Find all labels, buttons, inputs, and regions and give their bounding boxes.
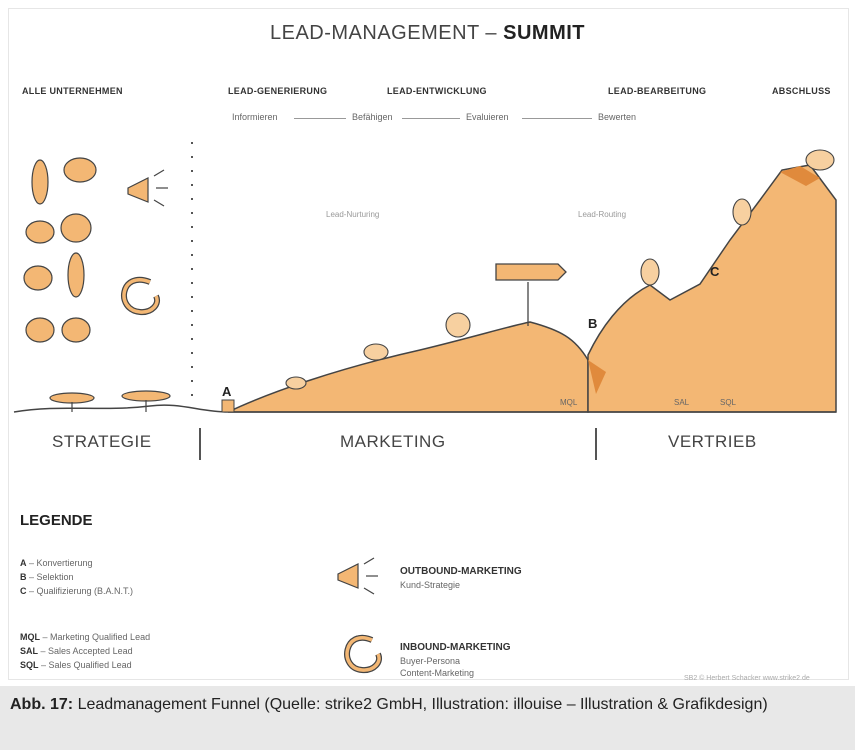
step-connector	[522, 118, 592, 119]
point-a: A	[222, 384, 232, 399]
illustration-credit: SB2 © Herbert Schacker www.strike2.de	[684, 675, 810, 682]
page-title: LEAD-MANAGEMENT – SUMMIT	[269, 22, 586, 44]
outbound-marketing-title: OUTBOUND-MARKETING	[400, 566, 522, 577]
legend-item-b: B – Selektion	[20, 572, 74, 582]
legend-item-a: A – Konvertierung	[20, 558, 93, 568]
magnet-icon	[121, 276, 160, 316]
step-bewerten: Bewerten	[598, 112, 637, 122]
legend-item-sal: SAL – Sales Accepted Lead	[20, 646, 133, 656]
step-connector	[294, 118, 346, 119]
inbound-marketing-title: INBOUND-MARKETING	[400, 642, 511, 653]
legend-item-sql: SQL – Sales Qualified Lead	[20, 660, 132, 670]
tag-mql: MQL	[560, 398, 578, 407]
step-befaehigen: Befähigen	[352, 112, 393, 122]
section-strategie: STRATEGIE	[52, 432, 152, 451]
point-c: C	[710, 264, 720, 279]
lead-nurturing-label: Lead-Nurturing	[326, 210, 380, 219]
inbound-marketing-sub2: Content-Marketing	[400, 668, 475, 678]
figure-caption-box: Abb. 17: Leadmanagement Funnel (Quelle: …	[0, 686, 855, 750]
climbing-elephants	[285, 149, 835, 390]
step-evaluieren: Evaluieren	[466, 112, 509, 122]
inbound-magnet-icon	[344, 634, 382, 674]
mountain-shadow	[588, 360, 606, 394]
company-animals	[23, 157, 97, 343]
summit-peak	[780, 166, 820, 186]
ground-line	[13, 404, 836, 413]
signpost-icon	[495, 263, 567, 326]
step-connector	[402, 118, 460, 119]
inbound-marketing-sub1: Buyer-Persona	[400, 656, 461, 666]
section-vertrieb: VERTRIEB	[668, 432, 757, 451]
stage-lead-bearbeitung: LEAD-BEARBEITUNG	[608, 86, 707, 96]
sales-mountain	[587, 164, 837, 413]
point-b: B	[588, 316, 598, 331]
legend-title: LEGENDE	[20, 512, 93, 529]
tag-sql: SQL	[720, 398, 737, 407]
figure-caption: Abb. 17: Leadmanagement Funnel (Quelle: …	[10, 696, 768, 713]
stage-lead-generierung: LEAD-GENERIERUNG	[228, 86, 328, 96]
step-informieren: Informieren	[232, 112, 278, 122]
legend-item-mql: MQL – Marketing Qualified Lead	[20, 632, 151, 642]
lead-routing-label: Lead-Routing	[578, 210, 627, 219]
tag-sal: SAL	[674, 398, 690, 407]
megaphone-icon	[127, 169, 168, 207]
entry-gate	[221, 399, 235, 413]
stage-lead-entwicklung: LEAD-ENTWICKLUNG	[387, 86, 487, 96]
marketing-hill	[227, 321, 589, 413]
stage-abschluss: ABSCHLUSS	[772, 86, 831, 96]
outbound-megaphone-icon	[337, 557, 378, 595]
legend-item-c: C – Qualifizierung (B.A.N.T.)	[20, 586, 134, 596]
stage-alle-unternehmen: ALLE UNTERNEHMEN	[22, 86, 123, 96]
outbound-marketing-sub: Kund-Strategie	[400, 580, 461, 590]
section-marketing: MARKETING	[340, 432, 446, 451]
